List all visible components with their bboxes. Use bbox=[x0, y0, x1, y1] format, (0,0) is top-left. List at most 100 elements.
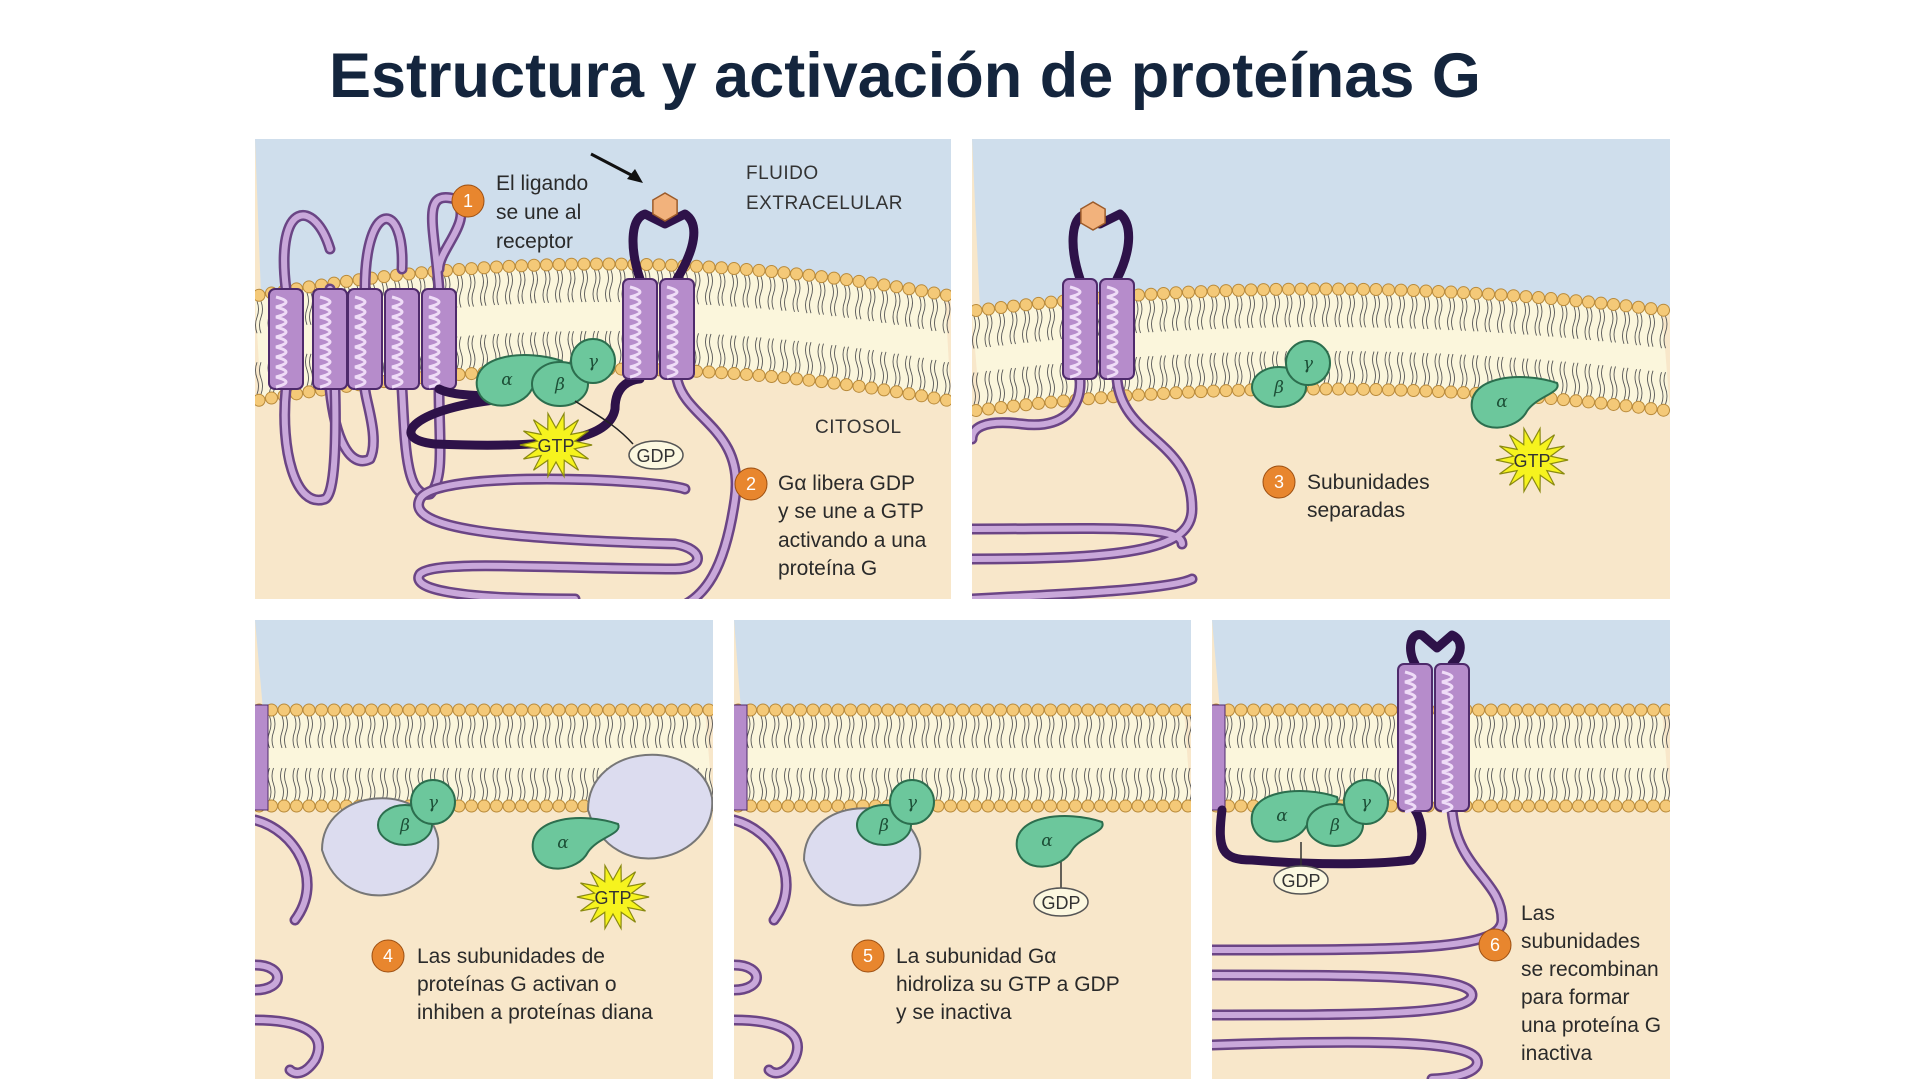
helix-coil bbox=[1404, 670, 1417, 814]
lipid-tail bbox=[1299, 715, 1308, 749]
lipid-tail bbox=[1474, 715, 1483, 749]
lipid-tail bbox=[517, 271, 526, 304]
lipid-head bbox=[856, 703, 870, 717]
lipid-tail bbox=[942, 362, 951, 395]
lipid-tail bbox=[705, 272, 713, 306]
lipid-tail bbox=[1609, 310, 1618, 343]
lipid-tail bbox=[1487, 767, 1495, 801]
g-gamma-subunit bbox=[410, 779, 456, 825]
lipid-head bbox=[1559, 799, 1573, 813]
lipid-tail bbox=[1334, 294, 1343, 328]
lipid-tail bbox=[480, 715, 488, 749]
lipid-head bbox=[477, 261, 491, 275]
lipid-tail bbox=[1146, 767, 1155, 801]
lipid-head bbox=[1407, 384, 1420, 398]
lipid-tail bbox=[305, 715, 313, 749]
lipid-head bbox=[590, 257, 603, 271]
lipid-tail bbox=[1046, 767, 1055, 801]
lipid-head bbox=[1357, 382, 1370, 396]
lipid-head bbox=[452, 262, 466, 276]
extracellular-background bbox=[972, 139, 1670, 311]
lipid-head bbox=[1019, 398, 1033, 412]
lipid-head bbox=[1156, 703, 1170, 717]
lipid-head bbox=[1232, 283, 1245, 297]
lipid-tail bbox=[1096, 715, 1105, 749]
lipid-head bbox=[1307, 282, 1320, 296]
lipid-tail bbox=[1347, 351, 1355, 384]
gdp-oval bbox=[628, 440, 684, 470]
lipid-head bbox=[752, 368, 766, 382]
lipid-tail bbox=[1047, 308, 1055, 341]
step-6-text-line5: una proteína G bbox=[1521, 1014, 1661, 1037]
lipid-tail bbox=[817, 343, 826, 376]
lipid-tail bbox=[1349, 715, 1358, 749]
lipid-head bbox=[640, 703, 653, 717]
lipid-tail bbox=[796, 715, 805, 749]
lipid-head bbox=[919, 703, 932, 717]
lipid-head bbox=[1056, 703, 1070, 717]
step-1-text-line2: se une al bbox=[496, 201, 581, 224]
lipid-tail bbox=[1222, 296, 1230, 329]
lipid-head bbox=[902, 282, 916, 296]
lipid-head bbox=[577, 703, 591, 717]
lipid-tail bbox=[755, 337, 763, 370]
lipid-tail bbox=[480, 767, 488, 801]
lipid-tail bbox=[605, 715, 613, 749]
gdp-label: GDP bbox=[1041, 893, 1080, 913]
lipid-tail bbox=[1612, 767, 1620, 801]
lipid-tail bbox=[1287, 715, 1295, 749]
lipid-tail bbox=[280, 767, 288, 801]
lipid-tail bbox=[1249, 767, 1258, 801]
lipid-tail bbox=[1562, 715, 1570, 749]
lipid-head bbox=[1207, 384, 1220, 398]
lipid-tail bbox=[1084, 715, 1092, 749]
lipid-tail bbox=[742, 275, 751, 308]
lipid-tail bbox=[467, 335, 476, 368]
lipid-tail bbox=[367, 715, 376, 749]
lipid-tail bbox=[280, 715, 288, 749]
lipid-head bbox=[994, 799, 1007, 813]
transmembrane-helix bbox=[255, 704, 269, 811]
lipid-tail bbox=[1484, 299, 1493, 333]
lipid-tail bbox=[1046, 715, 1055, 749]
lipid-tail bbox=[780, 339, 788, 372]
lipid-tail bbox=[1337, 715, 1345, 749]
g-alpha-label: α bbox=[1041, 831, 1053, 851]
lipid-tail bbox=[392, 715, 401, 749]
lipid-head bbox=[806, 703, 820, 717]
lipid-tail bbox=[492, 715, 501, 749]
lipid-head bbox=[540, 703, 553, 717]
lipid-tail bbox=[1474, 767, 1483, 801]
lipid-tail bbox=[842, 285, 851, 318]
lipid-tail bbox=[292, 767, 301, 801]
lipid-tail bbox=[1584, 307, 1593, 341]
lipid-tail bbox=[1134, 767, 1142, 801]
lipid-head bbox=[769, 703, 782, 717]
lipid-head bbox=[1609, 799, 1623, 813]
lipid-tail bbox=[255, 301, 263, 334]
lipid-tail bbox=[1297, 294, 1305, 328]
g-gamma-subunit bbox=[889, 779, 935, 825]
lipid-head bbox=[727, 262, 741, 276]
lipid-head bbox=[1559, 703, 1573, 717]
lipid-head bbox=[890, 385, 903, 399]
lipid-head bbox=[477, 799, 491, 813]
lipid-tail bbox=[1637, 767, 1645, 801]
lipid-tail bbox=[1387, 767, 1395, 801]
lipid-tail bbox=[592, 715, 601, 749]
lipid-tail bbox=[805, 342, 813, 375]
ligand-icon bbox=[1080, 201, 1106, 231]
lipid-head bbox=[1594, 396, 1608, 410]
lipid-head bbox=[1619, 299, 1633, 313]
lipid-tail bbox=[1359, 351, 1368, 384]
lipid-head bbox=[665, 703, 678, 717]
lipid-tail bbox=[759, 767, 767, 801]
lipid-head bbox=[1522, 703, 1535, 717]
lipid-tail bbox=[417, 715, 426, 749]
lipid-head bbox=[1632, 300, 1645, 314]
lipid-tail bbox=[692, 715, 701, 749]
lipid-head bbox=[1382, 383, 1395, 397]
lipid-tail bbox=[934, 715, 942, 749]
step-2-text-line3: activando a una bbox=[778, 529, 927, 552]
lipid-head bbox=[890, 280, 903, 294]
